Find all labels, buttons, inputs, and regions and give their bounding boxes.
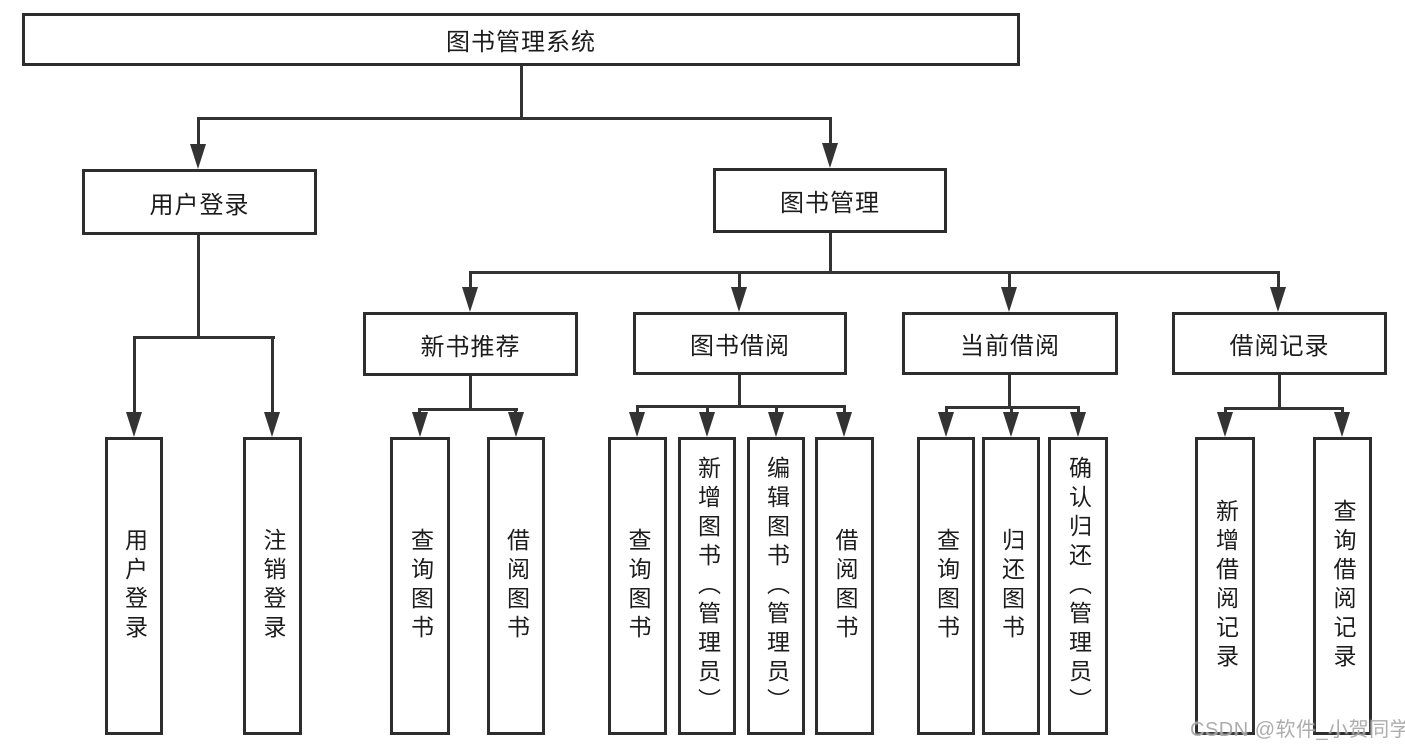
leaf-cb-query-books-label: 查询图书	[933, 528, 960, 644]
arrow-cb-return-books	[1003, 412, 1019, 437]
connector-to-book-management-shaft	[829, 117, 832, 146]
connector-bb-borrow-shaft	[843, 405, 846, 418]
leaf-br-add-record: 新增借阅记录	[1195, 437, 1255, 735]
connector-borrowing-shaft	[738, 271, 741, 291]
connector-leaf-logout-shaft	[271, 336, 274, 415]
leaf-nb-query-books: 查询图书	[390, 437, 450, 735]
leaf-bb-borrow-books: 借阅图书	[815, 437, 874, 735]
leaf-nb-query-books-label: 查询图书	[407, 528, 434, 644]
leaf-cb-return-books: 归还图书	[982, 437, 1040, 735]
leaf-cb-confirm-return-admin-label: 确认归还（管理员）	[1065, 455, 1092, 717]
arrow-nb-borrow-books	[508, 412, 524, 437]
arrow-leaf-user-login	[126, 412, 142, 437]
connector-new-book-rail	[418, 408, 518, 411]
node-root: 图书管理系统	[22, 13, 1020, 66]
arrow-nb-query-books	[412, 412, 428, 437]
arrow-to-user-login	[190, 144, 206, 169]
node-user-login: 用户登录	[82, 169, 317, 235]
leaf-logout-label: 注销登录	[260, 528, 286, 644]
connector-bb-edit-shaft	[775, 405, 778, 418]
arrow-bb-borrow-books	[836, 412, 852, 437]
node-new-book-recommend: 新书推荐	[363, 312, 578, 376]
node-borrowing-records: 借阅记录	[1172, 312, 1387, 375]
leaf-br-add-record-label: 新增借阅记录	[1212, 499, 1239, 673]
arrow-leaf-logout	[264, 412, 280, 437]
leaf-cb-query-books: 查询图书	[917, 437, 975, 735]
connector-borrowing-stem	[738, 375, 741, 408]
connector-user-login-stem	[197, 235, 200, 339]
arrow-book-borrowing	[731, 287, 747, 312]
leaf-br-query-record-label: 查询借阅记录	[1330, 499, 1356, 673]
leaf-user-login: 用户登录	[105, 437, 163, 735]
connector-bb-query-shaft	[636, 405, 639, 418]
connector-new-book-shaft	[469, 271, 472, 291]
connector-current-shaft	[1008, 271, 1011, 291]
csdn-watermark: CSDN @软件_小贺同学	[1190, 719, 1405, 741]
leaf-nb-borrow-books: 借阅图书	[487, 437, 545, 735]
connector-book-management-stem	[829, 233, 832, 274]
connector-user-login-rail	[133, 336, 275, 339]
node-current-borrowing: 当前借阅	[902, 312, 1118, 375]
arrow-br-query-record	[1334, 412, 1350, 437]
connector-leaf-user-login-shaft	[133, 336, 136, 415]
leaf-bb-borrow-books-label: 借阅图书	[832, 528, 858, 644]
arrow-cb-confirm-return	[1070, 412, 1086, 437]
connector-records-stem	[1278, 375, 1281, 410]
arrow-new-book-recommend	[462, 287, 478, 312]
connector-book-management-rail	[469, 271, 1280, 274]
leaf-nb-borrow-books-label: 借阅图书	[503, 528, 530, 644]
connector-records-shaft	[1277, 271, 1280, 291]
leaf-cb-return-books-label: 归还图书	[998, 528, 1025, 644]
connector-root-rail	[197, 117, 832, 120]
leaf-br-query-record: 查询借阅记录	[1313, 437, 1372, 735]
leaf-bb-add-books-admin-label: 新增图书（管理员）	[694, 455, 721, 717]
connector-borrowing-rail	[636, 405, 846, 408]
leaf-logout: 注销登录	[243, 437, 302, 735]
leaf-cb-confirm-return-admin: 确认归还（管理员）	[1048, 437, 1108, 735]
connector-new-book-stem	[469, 376, 472, 411]
arrow-bb-query-books	[629, 412, 645, 437]
leaf-user-login-label: 用户登录	[121, 528, 148, 644]
connector-current-stem	[1008, 375, 1011, 409]
connector-records-rail	[1224, 407, 1344, 410]
arrow-cb-query-books	[938, 412, 954, 437]
connector-bb-add-shaft	[706, 405, 709, 418]
leaf-bb-edit-books-admin-label: 编辑图书（管理员）	[763, 455, 790, 717]
connector-to-user-login-shaft	[197, 117, 200, 147]
arrow-br-add-record	[1217, 412, 1233, 437]
arrow-borrowing-records	[1270, 287, 1286, 312]
leaf-bb-query-books: 查询图书	[608, 437, 667, 735]
leaf-bb-edit-books-admin: 编辑图书（管理员）	[747, 437, 805, 735]
arrow-bb-add-books	[699, 412, 715, 437]
arrow-bb-edit-books	[768, 412, 784, 437]
leaf-bb-add-books-admin: 新增图书（管理员）	[678, 437, 736, 735]
node-book-borrowing: 图书借阅	[633, 312, 847, 375]
arrow-to-book-management	[822, 143, 838, 168]
leaf-bb-query-books-label: 查询图书	[625, 528, 651, 644]
node-book-management: 图书管理	[713, 168, 947, 233]
arrow-current-borrowing	[1001, 287, 1017, 312]
connector-root-stem	[520, 66, 523, 117]
